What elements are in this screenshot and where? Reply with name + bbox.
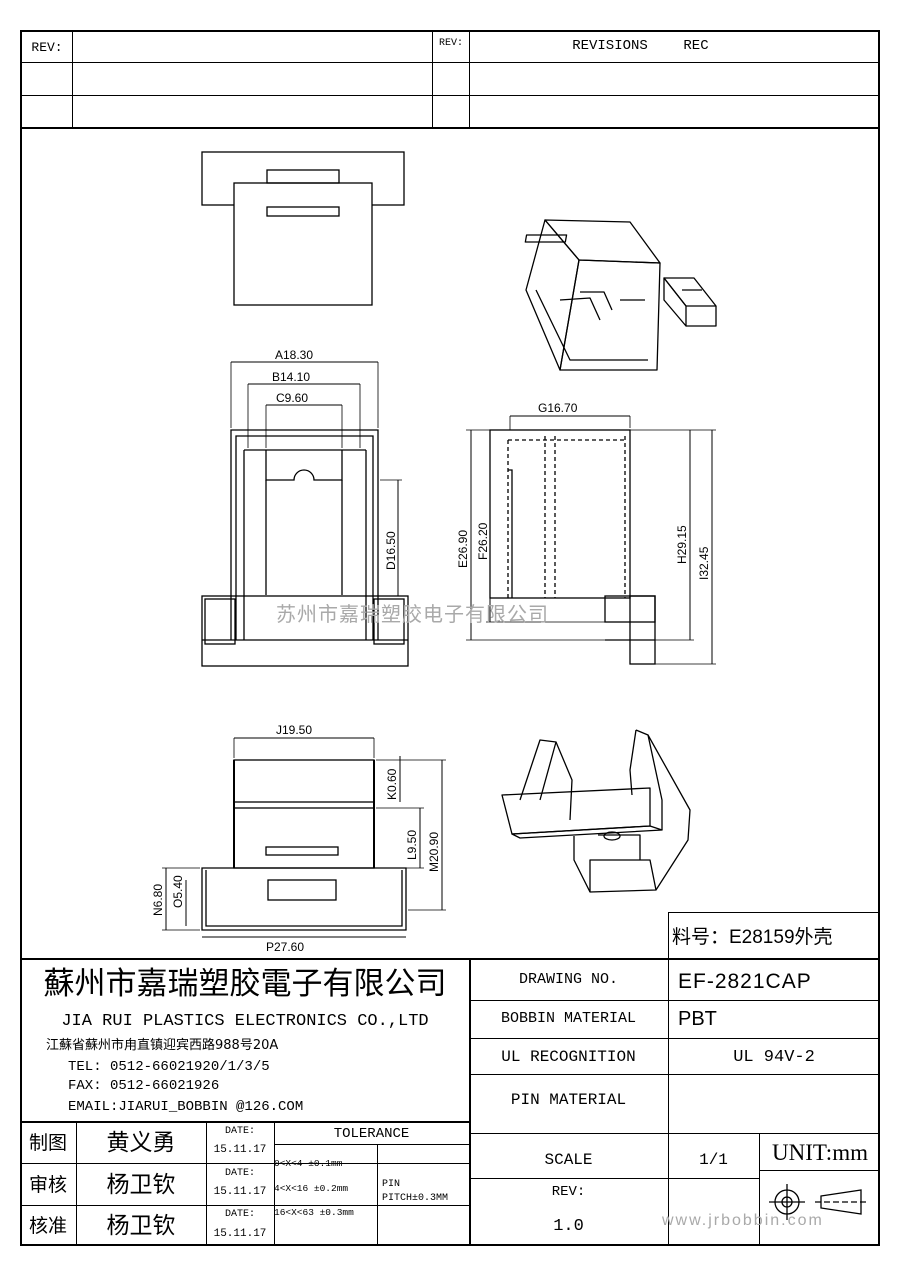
dim-o: O5.40 — [171, 875, 185, 908]
pin-label: PIN — [382, 1179, 401, 1190]
dim-g: G16.70 — [538, 401, 578, 415]
ul-label: UL RECOGNITION — [501, 1048, 636, 1066]
dim-j: J19.50 — [276, 723, 312, 737]
rev-label-bottom: REV: — [551, 1184, 586, 1200]
technical-drawing — [162, 151, 717, 938]
drawing-frame — [20, 30, 880, 1246]
unit-label: UNIT:mm — [772, 1139, 868, 1165]
approval-date-label-3: DATE: — [224, 1209, 255, 1220]
pin-pitch: PITCH±0.3MM — [382, 1193, 449, 1204]
dim-c: C9.60 — [276, 391, 308, 405]
approval-date-label-1: DATE: — [224, 1126, 255, 1137]
side-view — [466, 415, 716, 665]
rev-value: 1.0 — [553, 1216, 584, 1236]
tolerance-row-3: 16<X<63 ±0.3mm — [274, 1207, 354, 1219]
approval-date-3: 15.11.17 — [213, 1227, 267, 1240]
dim-h: H29.15 — [675, 525, 689, 564]
dim-e: E26.90 — [456, 530, 470, 568]
pin-material-label: PIN MATERIAL — [510, 1091, 627, 1109]
projection-symbol-icon — [769, 1184, 867, 1220]
approval-role-3: 核准 — [28, 1214, 67, 1237]
scale-label: SCALE — [544, 1151, 593, 1169]
approval-date-2: 15.11.17 — [213, 1185, 267, 1198]
iso-view-upper — [524, 219, 717, 371]
approval-role-2: 审核 — [28, 1173, 67, 1196]
dim-m: M20.90 — [427, 832, 441, 872]
approval-date-label-2: DATE: — [224, 1168, 255, 1179]
drawing-no-label: DRAWING NO. — [518, 970, 619, 988]
approval-date-1: 15.11.17 — [213, 1143, 267, 1156]
approval-name-3: 杨卫钦 — [106, 1212, 176, 1239]
approval-name-2: 杨卫钦 — [106, 1171, 176, 1198]
bobbin-material-label: BOBBIN MATERIAL — [500, 1009, 637, 1027]
bobbin-material-value: PBT — [678, 1008, 717, 1030]
tolerance-row-1: 0<X<4 ±0.1mm — [274, 1158, 343, 1170]
tolerance-title: TOLERANCE — [333, 1125, 410, 1142]
company-email: EMAIL:JIARUI_BOBBIN @126.COM — [68, 1099, 304, 1115]
approval-name-1: 黄义勇 — [106, 1129, 176, 1156]
company-name-en: JIA RUI PLASTICS ELECTRONICS CO.,LTD — [61, 1011, 429, 1031]
iso-view-lower — [501, 729, 691, 893]
ul-value: UL 94V-2 — [733, 1047, 815, 1067]
rev-label-left: REV: — [31, 39, 63, 55]
pin-material-value — [668, 1088, 880, 1112]
dim-i: I32.45 — [697, 546, 711, 580]
part-number: 料号：E28159外壳 — [672, 926, 833, 948]
bottom-view — [162, 737, 446, 938]
watermark-center: 苏州市嘉瑞塑胶电子有限公司 — [276, 602, 549, 626]
revisions-label: REVISIONS — [572, 38, 648, 54]
rec-label: REC — [683, 38, 709, 54]
company-name-cn: 蘇州市嘉瑞塑胶電子有限公司 — [43, 965, 447, 1002]
dim-b: B14.10 — [272, 370, 310, 384]
dimension-labels: A18.30 B14.10 C9.60 D16.50 E26.90 F26.20… — [151, 348, 711, 954]
dim-f: F26.20 — [476, 522, 490, 560]
drawing-no-value: EF-2821CAP — [678, 969, 812, 993]
dim-d: D16.50 — [384, 531, 398, 570]
company-tel: TEL: 0512-66021920/1/3/5 — [68, 1059, 270, 1075]
watermark-footer: www.jrbobbin.com — [662, 1212, 824, 1229]
top-view — [201, 151, 405, 306]
approval-role-1: 制图 — [28, 1131, 67, 1154]
tolerance-row-2: 4<X<16 ±0.2mm — [274, 1183, 349, 1195]
dim-l: L9.50 — [405, 830, 419, 860]
front-view — [201, 361, 409, 667]
company-address: 江蘇省蘇州市甪直镇迎宾西路988号20A — [46, 1037, 279, 1053]
scale-value: 1/1 — [699, 1151, 728, 1169]
dim-n: N6.80 — [151, 884, 165, 916]
rev-label-right: REV: — [438, 38, 463, 49]
dim-p: P27.60 — [266, 940, 304, 954]
company-fax: FAX: 0512-66021926 — [68, 1078, 220, 1094]
dim-k: K0.60 — [385, 768, 399, 800]
dim-a: A18.30 — [275, 348, 313, 362]
